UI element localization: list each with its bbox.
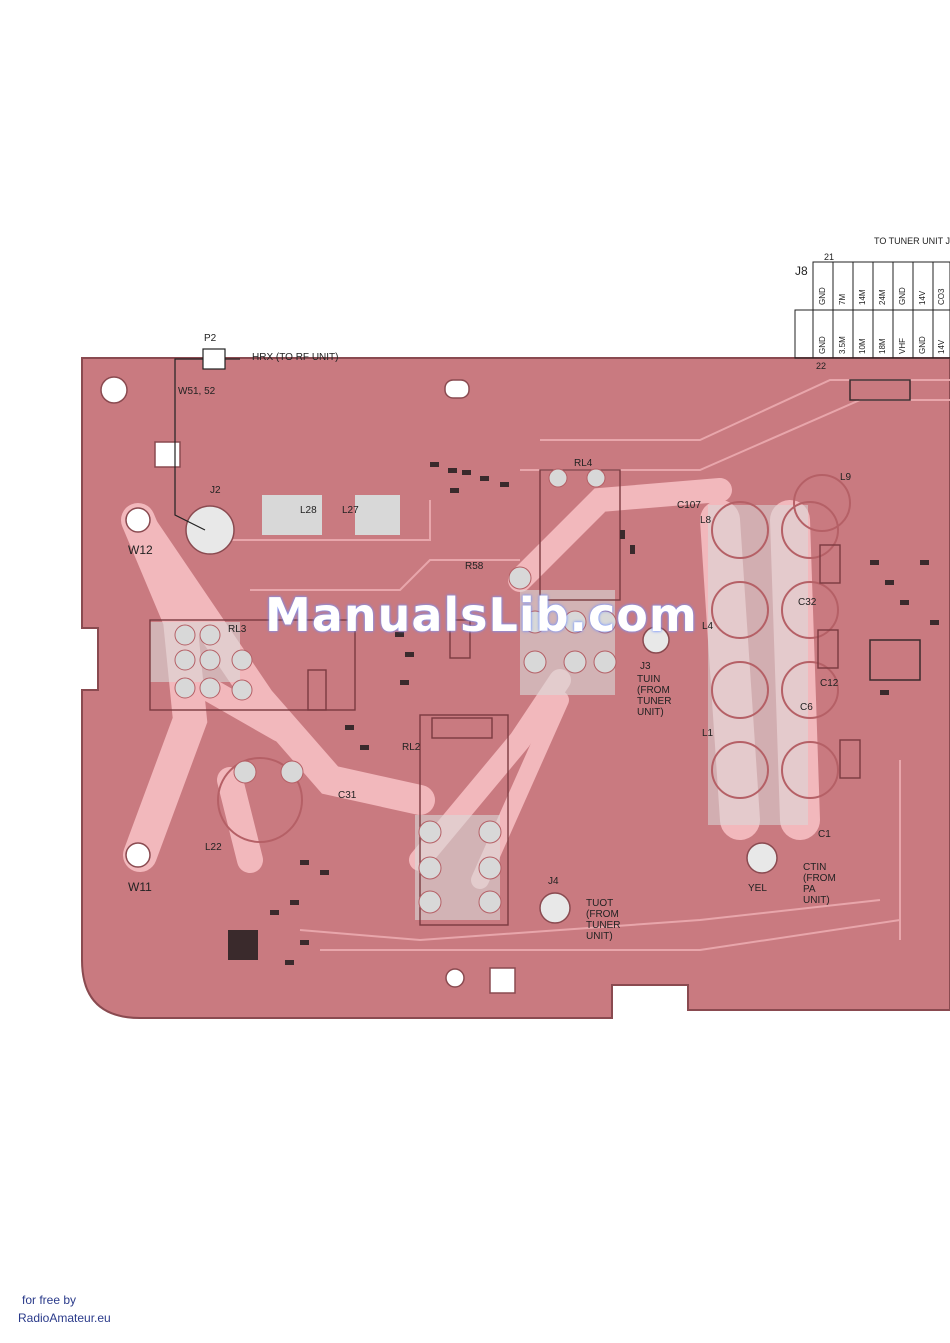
label-w11: W11 — [128, 880, 152, 894]
label-j2: J2 — [210, 485, 221, 496]
label-c12: C12 — [820, 678, 839, 689]
label-tuin: TUIN (FROM TUNER UNIT) — [637, 674, 672, 718]
smd-parts — [228, 379, 939, 965]
footer-line2: RadioAmateur.eu — [18, 1311, 111, 1325]
label-l28: L28 — [300, 505, 317, 516]
coil-pads — [217, 474, 851, 843]
j8-bottom-pin: GND — [918, 336, 927, 354]
label-l8: L8 — [700, 515, 712, 526]
label-j3: J3 — [640, 661, 651, 672]
j8-pin-bottom: 22 — [816, 361, 827, 371]
mounting-holes — [100, 376, 778, 988]
relay-outlines — [149, 469, 861, 926]
j8-table — [794, 261, 950, 359]
label-c107: C107 — [677, 500, 701, 511]
j8-title: J8 — [795, 264, 808, 278]
j8-bottom-pin: VHF — [898, 338, 907, 354]
j8-top-pin: 14M — [858, 289, 867, 305]
label-tuot: TUOT (FROM TUNER UNIT) — [586, 898, 621, 942]
label-yel: YEL — [748, 883, 767, 894]
label-c31: C31 — [338, 790, 357, 801]
label-c32: C32 — [798, 597, 817, 608]
label-rl2: RL2 — [402, 742, 421, 753]
label-l27: L27 — [342, 505, 359, 516]
label-l22: L22 — [205, 842, 222, 853]
label-c1: C1 — [818, 829, 831, 840]
label-l4: L4 — [702, 621, 714, 632]
footer-line1: for free by — [22, 1293, 77, 1307]
label-rl3: RL3 — [228, 624, 247, 635]
label-ctin: CTIN (FROM PA UNIT) — [803, 862, 836, 906]
p2-connector — [174, 348, 240, 531]
p2-desc: HRX (TO RF UNIT) — [252, 352, 339, 363]
wire-label: W51, 52 — [178, 386, 216, 397]
j8-top-pin: 14V — [918, 290, 927, 305]
label-j4: J4 — [548, 876, 559, 887]
j8-top-pin: GND — [818, 287, 827, 305]
j8-top-pin: CO3 — [937, 288, 946, 305]
watermark-text: ManualsLib.com — [265, 588, 698, 642]
label-c6: C6 — [800, 702, 813, 713]
square-pads — [154, 441, 516, 994]
p2-label: P2 — [204, 333, 217, 344]
j8-top-pin: 24M — [878, 289, 887, 305]
label-rl4: RL4 — [574, 458, 593, 469]
label-l9: L9 — [840, 472, 852, 483]
j8-pin-top: 21 — [824, 252, 835, 262]
label-l1: L1 — [702, 728, 714, 739]
j8-bottom-pin: GND — [818, 336, 827, 354]
j8-bottom-pin: 14V — [937, 339, 946, 354]
j8-bottom-pin: 10M — [858, 338, 867, 354]
label-w12: W12 — [128, 543, 153, 557]
through-hole-pads — [174, 468, 617, 914]
j8-bottom-pin: 3.5M — [838, 336, 847, 354]
j8-header: TO TUNER UNIT J — [874, 236, 950, 246]
label-r58: R58 — [465, 561, 484, 572]
j8-bottom-pin: 18M — [878, 338, 887, 354]
j8-top-pin: 7M — [838, 293, 847, 305]
j8-top-pin: GND — [898, 287, 907, 305]
